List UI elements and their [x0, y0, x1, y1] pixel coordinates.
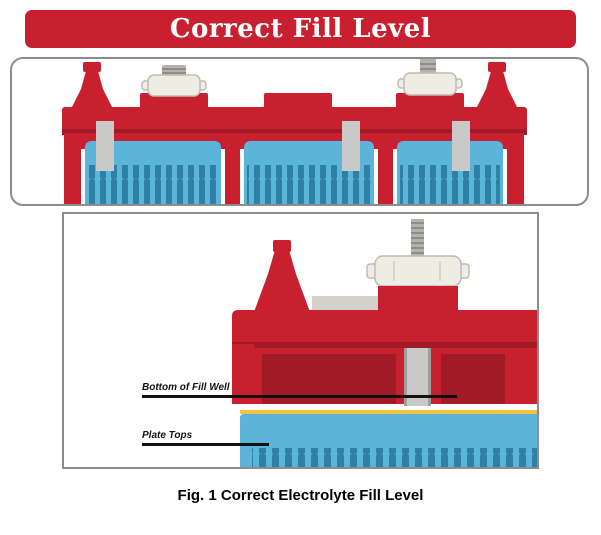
vent-pedestal-center	[264, 93, 332, 109]
case-top-slab	[312, 296, 378, 312]
battery-zoom-illustration	[232, 219, 537, 467]
battery-zoom-panel: Bottom of Fill Well Plate Tops	[62, 212, 539, 469]
page-title: Correct Fill Level	[169, 14, 432, 44]
wall-left-zoom	[232, 344, 254, 404]
fill-level-line	[240, 410, 537, 414]
cell-partition-2	[378, 133, 393, 204]
battery-case-top	[62, 107, 527, 135]
label-plate-tops: Plate Tops	[142, 430, 193, 441]
fill-well-3	[452, 121, 470, 171]
plates-cell-1	[88, 165, 218, 204]
battery-overview-panel	[10, 57, 589, 206]
terminal-post-left	[70, 62, 114, 111]
cell-partition-1	[225, 133, 240, 204]
label-bottom-of-fill-well: Bottom of Fill Well	[142, 382, 230, 393]
plates-cell-3	[400, 165, 500, 204]
case-top-band-zoom	[232, 310, 537, 348]
pointer-line-plate-tops	[142, 443, 269, 446]
vent-pedestal-left	[140, 93, 208, 109]
fill-wells	[96, 121, 470, 171]
vent-cap-zoom	[366, 219, 470, 287]
figure-caption: Fig. 1 Correct Electrolyte Fill Level	[177, 487, 424, 504]
battery-cross-section-illustration	[62, 59, 527, 204]
threaded-stem-icon	[411, 219, 424, 257]
wall-left	[64, 133, 81, 204]
terminal-post-right	[475, 62, 519, 111]
fill-well-2	[342, 121, 360, 171]
fill-well-1	[96, 121, 114, 171]
title-banner: Correct Fill Level	[25, 10, 576, 48]
cap-pedestal-zoom	[378, 286, 458, 312]
plates-cell-2	[247, 165, 371, 204]
electrolyte-zoom	[240, 410, 537, 467]
pointer-line-fill-well	[142, 395, 457, 398]
vent-pedestal-right	[396, 93, 464, 109]
wall-right	[507, 133, 524, 204]
cap-body	[374, 255, 462, 287]
terminal-post-zoom	[254, 240, 310, 312]
electrolyte-cells	[85, 141, 503, 204]
plate-tops-zoom	[252, 448, 537, 467]
vent-cap-right	[397, 59, 463, 96]
vent-cap-left	[141, 65, 207, 97]
